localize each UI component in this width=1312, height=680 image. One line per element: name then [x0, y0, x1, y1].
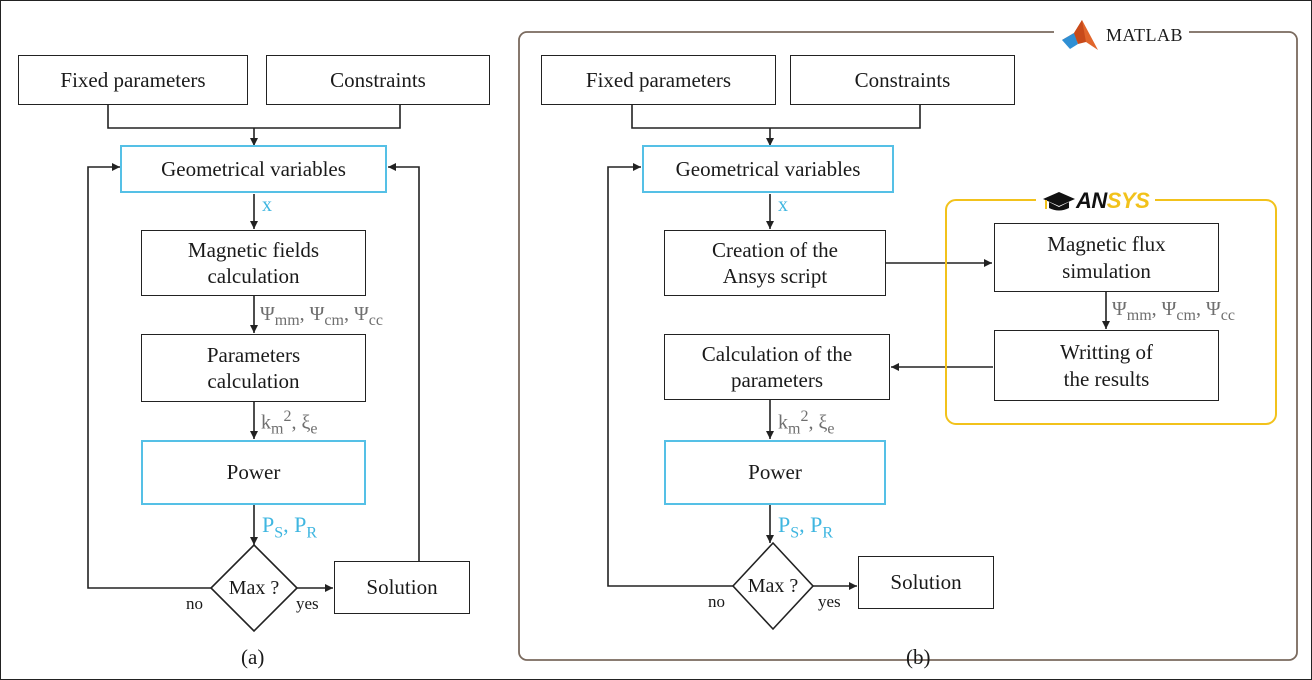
- a-parameters-calculation-box: Parameters calculation: [141, 334, 366, 402]
- ansys-label: ANSYS: [1076, 188, 1150, 213]
- b-magnetic-flux-box: Magnetic flux simulation: [994, 223, 1219, 292]
- b-psi-label: Ψmm, Ψcm, Ψcc: [1112, 298, 1235, 324]
- b-max-label: Max ?: [747, 574, 799, 597]
- a-solution-box: Solution: [334, 561, 470, 614]
- b-fixed-parameters-box: Fixed parameters: [541, 55, 776, 105]
- a-no-loop: [87, 163, 211, 589]
- matlab-logo: MATLAB: [1054, 18, 1190, 52]
- b-k-xi-label: km2, ξe: [778, 408, 835, 438]
- matlab-label: MATLAB: [1106, 24, 1184, 45]
- a-fixed-parameters-box: Fixed parameters: [18, 55, 248, 105]
- b-x-label: x: [778, 194, 788, 216]
- matlab-icon: [1062, 20, 1098, 50]
- b-calc-parameters-box: Calculation of the parameters: [664, 334, 890, 400]
- a-psi-label: Ψmm, Ψcm, Ψcc: [260, 303, 383, 329]
- b-no-loop: [607, 163, 733, 587]
- a-p-label: PS, PR: [262, 512, 318, 542]
- a-merge-line: [107, 104, 401, 129]
- mortarboard-icon: [1043, 192, 1075, 211]
- a-decision-diamond: [209, 543, 299, 633]
- b-caption: (b): [906, 645, 931, 669]
- b-constraints-box: Constraints: [790, 55, 1015, 105]
- a-power-box: Power: [141, 440, 366, 505]
- b-power-box: Power: [664, 440, 886, 505]
- a-caption: (a): [241, 645, 265, 669]
- b-creation-script-box: Creation of the Ansys script: [664, 230, 886, 296]
- matlab-frame: [518, 31, 1298, 661]
- a-constraints-box: Constraints: [266, 55, 490, 105]
- ansys-logo: ANSYS: [1036, 188, 1156, 214]
- a-max-label: Max ?: [228, 576, 280, 599]
- b-decision-diamond: [731, 541, 815, 631]
- b-yes-label: yes: [818, 592, 841, 611]
- a-magnetic-fields-box: Magnetic fields calculation: [141, 230, 366, 296]
- b-no-label: no: [708, 592, 725, 611]
- b-writting-results-box: Writting of the results: [994, 330, 1219, 401]
- b-merge-line: [631, 104, 921, 129]
- a-geometrical-variables-box: Geometrical variables: [120, 145, 387, 193]
- a-x-label: x: [262, 194, 272, 216]
- b-p-label: PS, PR: [778, 512, 834, 542]
- a-solution-loop: [388, 163, 420, 561]
- a-k-xi-label: km2, ξe: [261, 408, 318, 438]
- b-geometrical-variables-box: Geometrical variables: [642, 145, 894, 193]
- b-solution-box: Solution: [858, 556, 994, 609]
- a-no-label: no: [186, 594, 203, 613]
- a-yes-label: yes: [296, 594, 319, 613]
